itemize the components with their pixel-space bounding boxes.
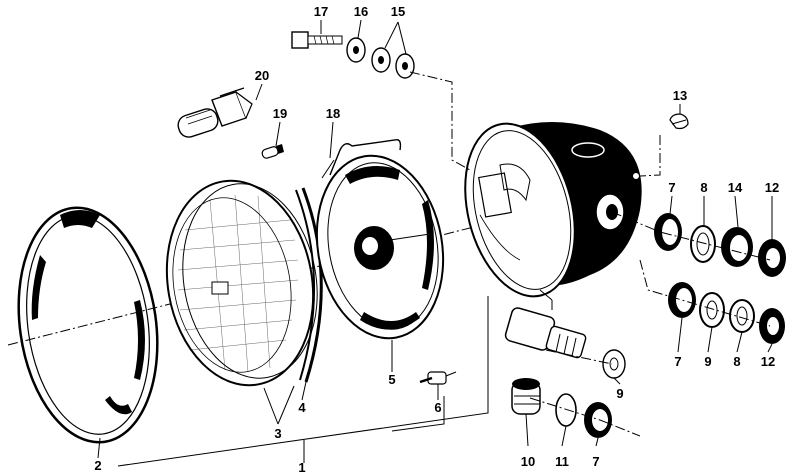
- callout-18: 18: [326, 106, 340, 121]
- callout-8-lower: 8: [733, 354, 740, 369]
- trim-ring: [17, 206, 159, 444]
- callout-7-upper: 7: [668, 180, 675, 195]
- lower-seal-row: [668, 282, 785, 344]
- reflector: [315, 154, 445, 340]
- leader-lines: [117, 71, 771, 467]
- callout-16: 16: [354, 4, 368, 19]
- callout-7-lower: 7: [674, 354, 681, 369]
- callout-7-bottom: 7: [592, 454, 599, 469]
- callout-15: 15: [391, 4, 405, 19]
- callout-1: 1: [298, 460, 305, 473]
- callout-17: 17: [314, 4, 328, 19]
- callout-2: 2: [94, 458, 101, 473]
- socket-lamp: [419, 371, 457, 385]
- small-screw: [669, 113, 689, 130]
- callout-14: 14: [728, 180, 743, 195]
- headlight-bulb: [177, 87, 253, 138]
- upper-seal-row: [654, 213, 786, 277]
- spring-clip: [329, 139, 402, 176]
- lens-seal: [301, 187, 323, 383]
- callout-9-connector: 9: [616, 386, 623, 401]
- callout-20: 20: [255, 68, 269, 83]
- callout-8-upper: 8: [700, 180, 707, 195]
- callout-10: 10: [521, 454, 535, 469]
- cable-connector: [504, 307, 626, 379]
- callout-5: 5: [388, 372, 395, 387]
- callout-19: 19: [273, 106, 287, 121]
- callout-9-lower: 9: [704, 354, 711, 369]
- callout-12-upper: 12: [765, 180, 779, 195]
- callout-11: 11: [555, 454, 569, 469]
- bolt: [291, 31, 343, 49]
- headlight-lens: [165, 179, 318, 387]
- callout-3: 3: [274, 426, 281, 441]
- callout-6: 6: [434, 400, 441, 415]
- callout-13: 13: [673, 88, 687, 103]
- parking-bulb: [261, 144, 284, 159]
- callout-12-lower: 12: [761, 354, 775, 369]
- headlight-housing: [464, 122, 642, 301]
- label-leaders: [97, 19, 773, 459]
- callout-4: 4: [298, 400, 306, 415]
